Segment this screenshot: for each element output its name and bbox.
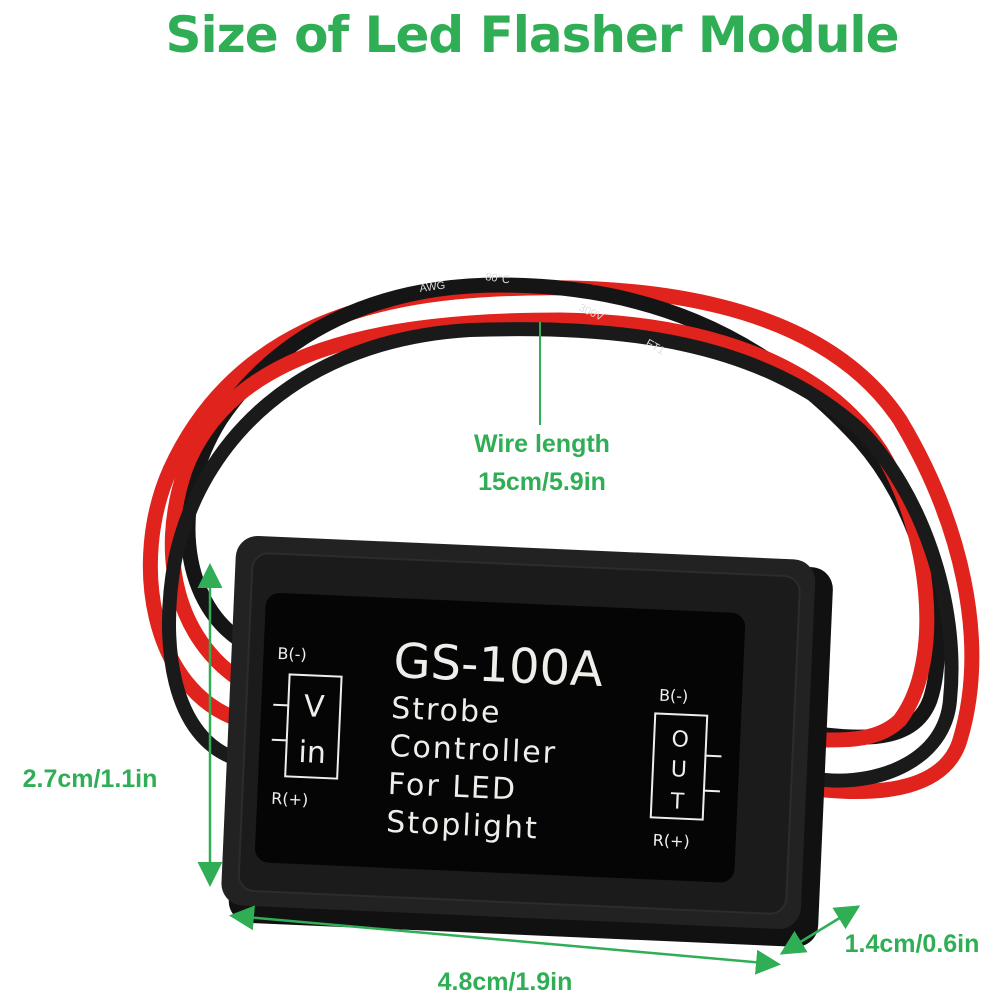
module-label <box>255 592 746 883</box>
out-u: U <box>670 757 687 783</box>
vin-in: in <box>298 735 327 771</box>
red-wire-front <box>164 312 935 748</box>
width-dimension: 4.8cm/1.9in <box>438 968 573 996</box>
out-b-minus: B(-) <box>659 686 689 706</box>
black-wire-front <box>161 322 959 788</box>
page-title: Size of Led Flasher Module <box>166 6 899 64</box>
label-line-1: Strobe <box>390 691 502 731</box>
out-r-plus: R(+) <box>652 830 690 851</box>
width-arrow <box>229 905 781 975</box>
vin-b-minus: B(-) <box>277 644 307 664</box>
label-line-3: For LED <box>387 767 518 808</box>
depth-dimension: 1.4cm/0.6in <box>845 930 980 958</box>
model-number: GS-100A <box>392 633 604 698</box>
label-line-2: Controller <box>389 729 558 771</box>
wires: AWG 80°C 300V FT1 <box>142 271 980 799</box>
depth-arrow <box>779 905 861 955</box>
out-box <box>649 712 709 821</box>
red-wire-back <box>142 280 980 799</box>
vin-box <box>284 673 343 780</box>
vin-r-plus: R(+) <box>271 789 309 810</box>
out-o: O <box>671 727 689 753</box>
vin-v: V <box>303 689 326 725</box>
wire-print-awg: AWG <box>419 279 446 294</box>
wire-print-temp: 80°C <box>485 271 511 286</box>
label-line-4: Stoplight <box>386 805 540 847</box>
out-t: T <box>669 789 685 815</box>
wire-length-value: 15cm/5.9in <box>478 468 606 496</box>
wire-length-label: Wire length <box>474 430 610 458</box>
flasher-module: GS-100A Strobe Controller For LED Stopli… <box>221 535 833 947</box>
height-dimension: 2.7cm/1.1in <box>23 765 158 793</box>
black-wire-back <box>180 277 945 745</box>
